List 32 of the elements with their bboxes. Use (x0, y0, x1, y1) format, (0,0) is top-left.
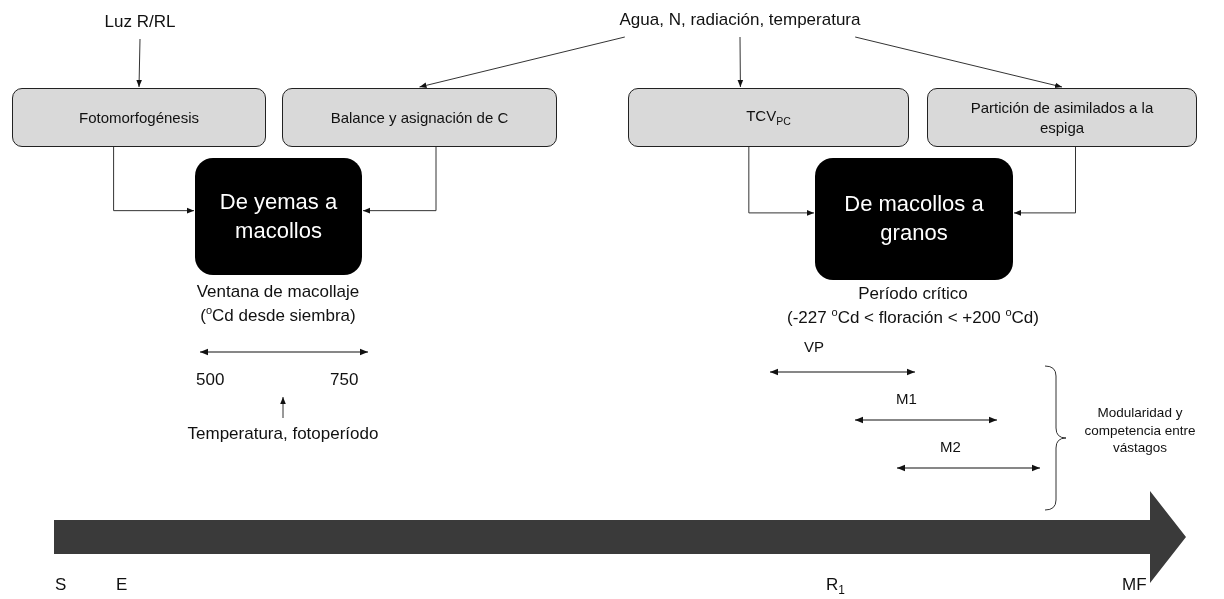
phase-label: M1 (896, 390, 917, 407)
input-text: Temperatura, fotoperíodo (178, 420, 388, 448)
arrow (419, 36, 626, 89)
stage-label: S (55, 575, 67, 595)
input-text: Agua, N, radiación, temperatura (580, 6, 900, 34)
value-label: 500 (196, 370, 225, 390)
caption-text: Período crítico (857, 284, 969, 304)
arrow (1013, 146, 1076, 216)
phase-label: VP (804, 338, 824, 355)
stage-label: MF (1122, 575, 1147, 595)
stage-label: E (116, 575, 128, 595)
arrow (280, 396, 286, 419)
arrow (737, 36, 744, 88)
stage-label: R$_{1}$ (826, 575, 845, 598)
note-text: Modularidad y competencia entre vástagos (1083, 404, 1197, 457)
process-box: Fotomorfogénesis (12, 88, 266, 147)
process-box: TCV$_{PC}$ (628, 88, 909, 147)
arrow (748, 146, 815, 216)
stage-box: De yemas a macollos (195, 158, 362, 275)
process-box: Balance y asignación de C (282, 88, 557, 147)
caption-text: (-227 $^{o}$Cd < floración < +200 $^{o}$Cd) (786, 306, 1040, 328)
stage-box: De macollos a granos (815, 158, 1013, 280)
caption-text: ($^{o}$Cd desde siembra) (199, 304, 357, 326)
caption-text: Ventana de macollaje (195, 282, 361, 302)
process-box: Partición de asimilados a la espiga (927, 88, 1197, 147)
arrow (136, 38, 142, 88)
input-text: Luz R/RL (70, 8, 210, 36)
arrow (854, 36, 1063, 89)
phase-label: M2 (940, 438, 961, 455)
arrow (113, 146, 195, 214)
arrow (362, 146, 437, 214)
value-label: 750 (330, 370, 359, 390)
